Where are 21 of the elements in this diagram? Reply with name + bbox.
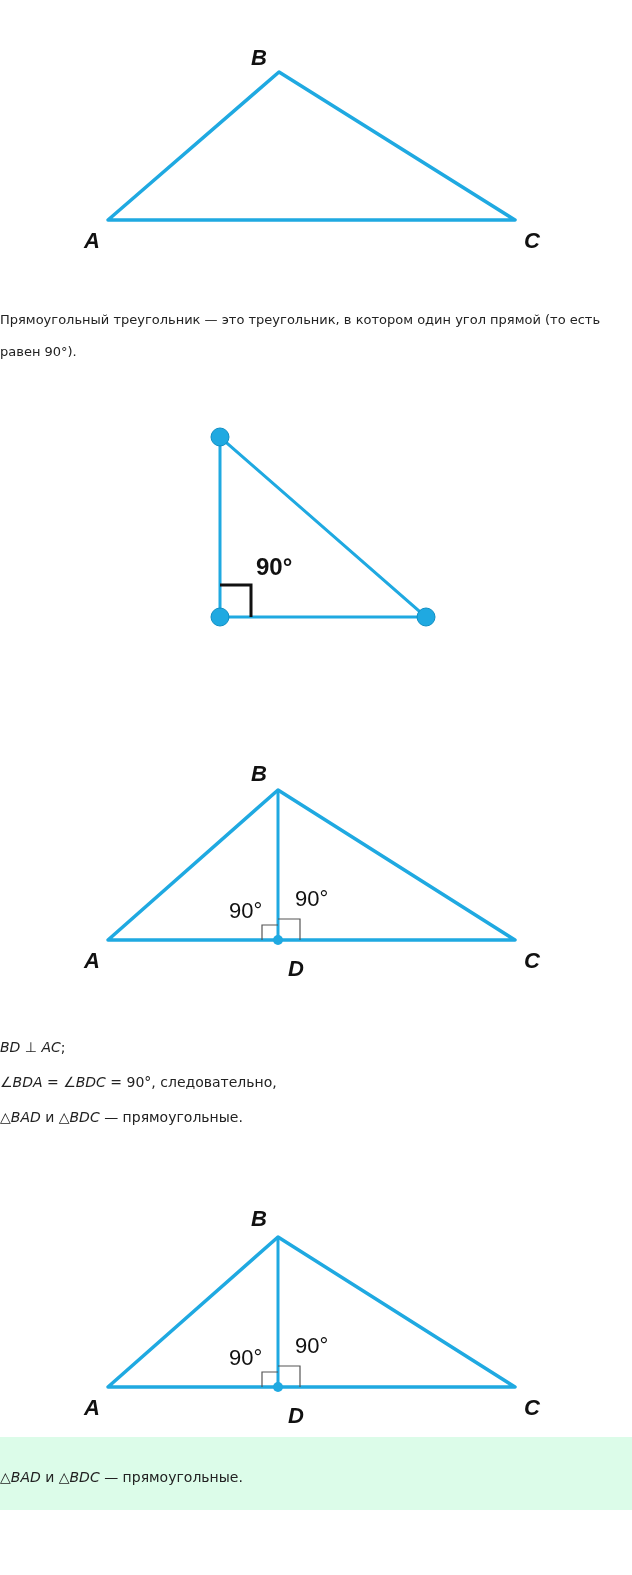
vertex-label: A (84, 1397, 100, 1419)
vertex-label: B (251, 1208, 267, 1230)
vertex-label: A (84, 230, 100, 252)
conclusion-text: △BAD и △BDC — прямоугольные. (0, 1470, 243, 1484)
vertex-label: C (524, 950, 540, 972)
angle-label: 90° (295, 1335, 329, 1357)
definition-text: Прямоугольный треугольник — это треугольник, в котором один угол прямой (то есть равен 90°). (0, 311, 602, 361)
vertex-label: C (524, 1397, 540, 1419)
vertex-label: A (84, 950, 100, 972)
vertex-label: D (288, 958, 304, 980)
vertex-label: C (524, 230, 540, 252)
angle-label: 90° (295, 888, 329, 910)
math-statement: ∠BDA = ∠BDC = 90°, следовательно, (0, 1075, 277, 1089)
vertex-label: B (251, 763, 267, 785)
math-statement: BD ⊥ AC; (0, 1040, 66, 1054)
angle-label: 90° (256, 555, 293, 579)
vertex-label: B (251, 47, 267, 69)
math-statement: △BAD и △BDC — прямоугольные. (0, 1110, 243, 1124)
vertex-label: D (288, 1405, 304, 1427)
angle-label: 90° (229, 900, 263, 922)
angle-label: 90° (229, 1347, 263, 1369)
